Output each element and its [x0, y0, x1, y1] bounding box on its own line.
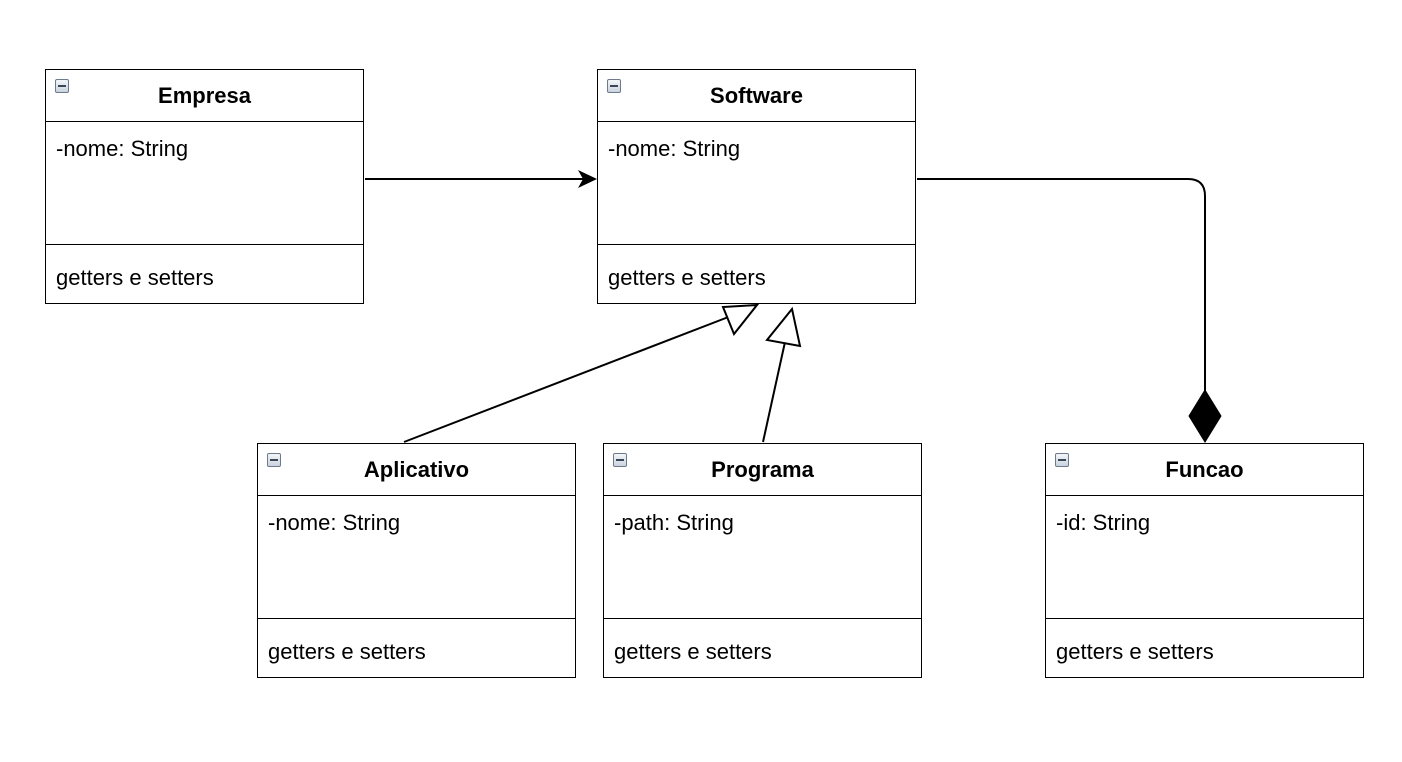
methods-section: getters e setters	[598, 245, 915, 303]
methods-section: getters e setters	[1046, 619, 1363, 677]
filled-diamond-icon	[1188, 389, 1222, 443]
method: getters e setters	[1056, 639, 1214, 664]
method: getters e setters	[608, 265, 766, 290]
class-programa[interactable]: Programa -path: String getters e setters	[603, 443, 922, 678]
attribute: -nome: String	[56, 136, 189, 161]
class-header: Aplicativo	[258, 444, 575, 496]
class-header: Software	[598, 70, 915, 122]
collapse-icon[interactable]	[607, 79, 621, 93]
methods-section: getters e setters	[258, 619, 575, 677]
generalization-aplicativo-software[interactable]	[403, 303, 760, 443]
attribute: -id: String	[1056, 510, 1151, 535]
method: getters e setters	[614, 639, 772, 664]
attribute: -path: String	[614, 510, 734, 535]
method: getters e setters	[56, 265, 214, 290]
class-name: Software	[710, 83, 803, 108]
attributes-section: -nome: String	[46, 122, 363, 245]
collapse-icon[interactable]	[55, 79, 69, 93]
hollow-triangle-icon	[765, 306, 802, 348]
class-name: Aplicativo	[363, 457, 470, 482]
class-aplicativo[interactable]: Aplicativo -nome: String getters e sette…	[257, 443, 576, 678]
collapse-icon[interactable]	[1055, 453, 1069, 467]
attributes-section: -id: String	[1046, 496, 1363, 619]
class-funcao[interactable]: Funcao -id: String getters e setters	[1045, 443, 1364, 678]
attributes-section: -path: String	[604, 496, 921, 619]
class-name: Programa	[711, 457, 814, 482]
collapse-icon[interactable]	[267, 453, 281, 467]
collapse-icon[interactable]	[613, 453, 627, 467]
class-name: Funcao	[1165, 457, 1244, 482]
arrowhead-icon	[578, 170, 597, 188]
methods-section: getters e setters	[604, 619, 921, 677]
class-software[interactable]: Software -nome: String getters e setters	[597, 69, 916, 304]
class-header: Empresa	[46, 70, 363, 122]
association-empresa-software[interactable]	[365, 170, 597, 188]
attributes-section: -nome: String	[258, 496, 575, 619]
attribute: -nome: String	[608, 136, 741, 161]
class-header: Funcao	[1046, 444, 1363, 496]
attribute: -nome: String	[268, 510, 401, 535]
methods-section: getters e setters	[46, 245, 363, 303]
class-empresa[interactable]: Empresa -nome: String getters e setters	[45, 69, 364, 304]
method: getters e setters	[268, 639, 426, 664]
composition-software-funcao[interactable]	[917, 178, 1222, 443]
generalization-programa-software[interactable]	[762, 306, 802, 443]
hollow-triangle-icon	[721, 303, 760, 336]
class-header: Programa	[604, 444, 921, 496]
attributes-section: -nome: String	[598, 122, 915, 245]
class-name: Empresa	[158, 83, 251, 108]
